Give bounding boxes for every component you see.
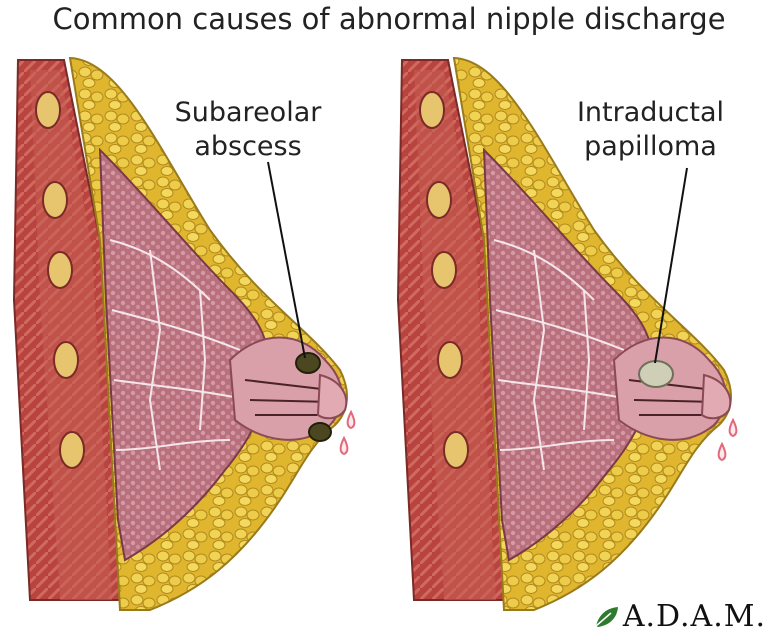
adam-logo: A.D.A.M. [593, 599, 766, 634]
discharge-drops [339, 409, 356, 456]
label-line-2: abscess [194, 131, 302, 162]
leader-line-papilloma [654, 167, 688, 364]
panel-left-breast [12, 56, 356, 611]
leaf-icon [595, 606, 618, 627]
label-subareolar-abscess: Subareolar abscess [168, 96, 328, 164]
label-line-1: Subareolar [174, 97, 322, 128]
brand-name: A.D.A.M. [622, 599, 766, 634]
rib-sections [35, 91, 85, 469]
abscess-upper [295, 352, 321, 374]
papilloma-mass [638, 360, 674, 388]
leader-line-abscess [267, 161, 306, 359]
label-intraductal-papilloma: Intraductal papilloma [568, 96, 733, 164]
discharge-drops [717, 417, 738, 462]
abscess-lower [308, 422, 332, 442]
rib-sections [419, 91, 469, 469]
nipple [700, 373, 732, 420]
label-line-1: Intraductal [576, 97, 725, 128]
figure-title: Common causes of abnormal nipple dischar… [52, 2, 726, 36]
panel-right-breast [396, 56, 738, 611]
nipple [316, 373, 348, 420]
label-line-2: papilloma [584, 131, 717, 162]
